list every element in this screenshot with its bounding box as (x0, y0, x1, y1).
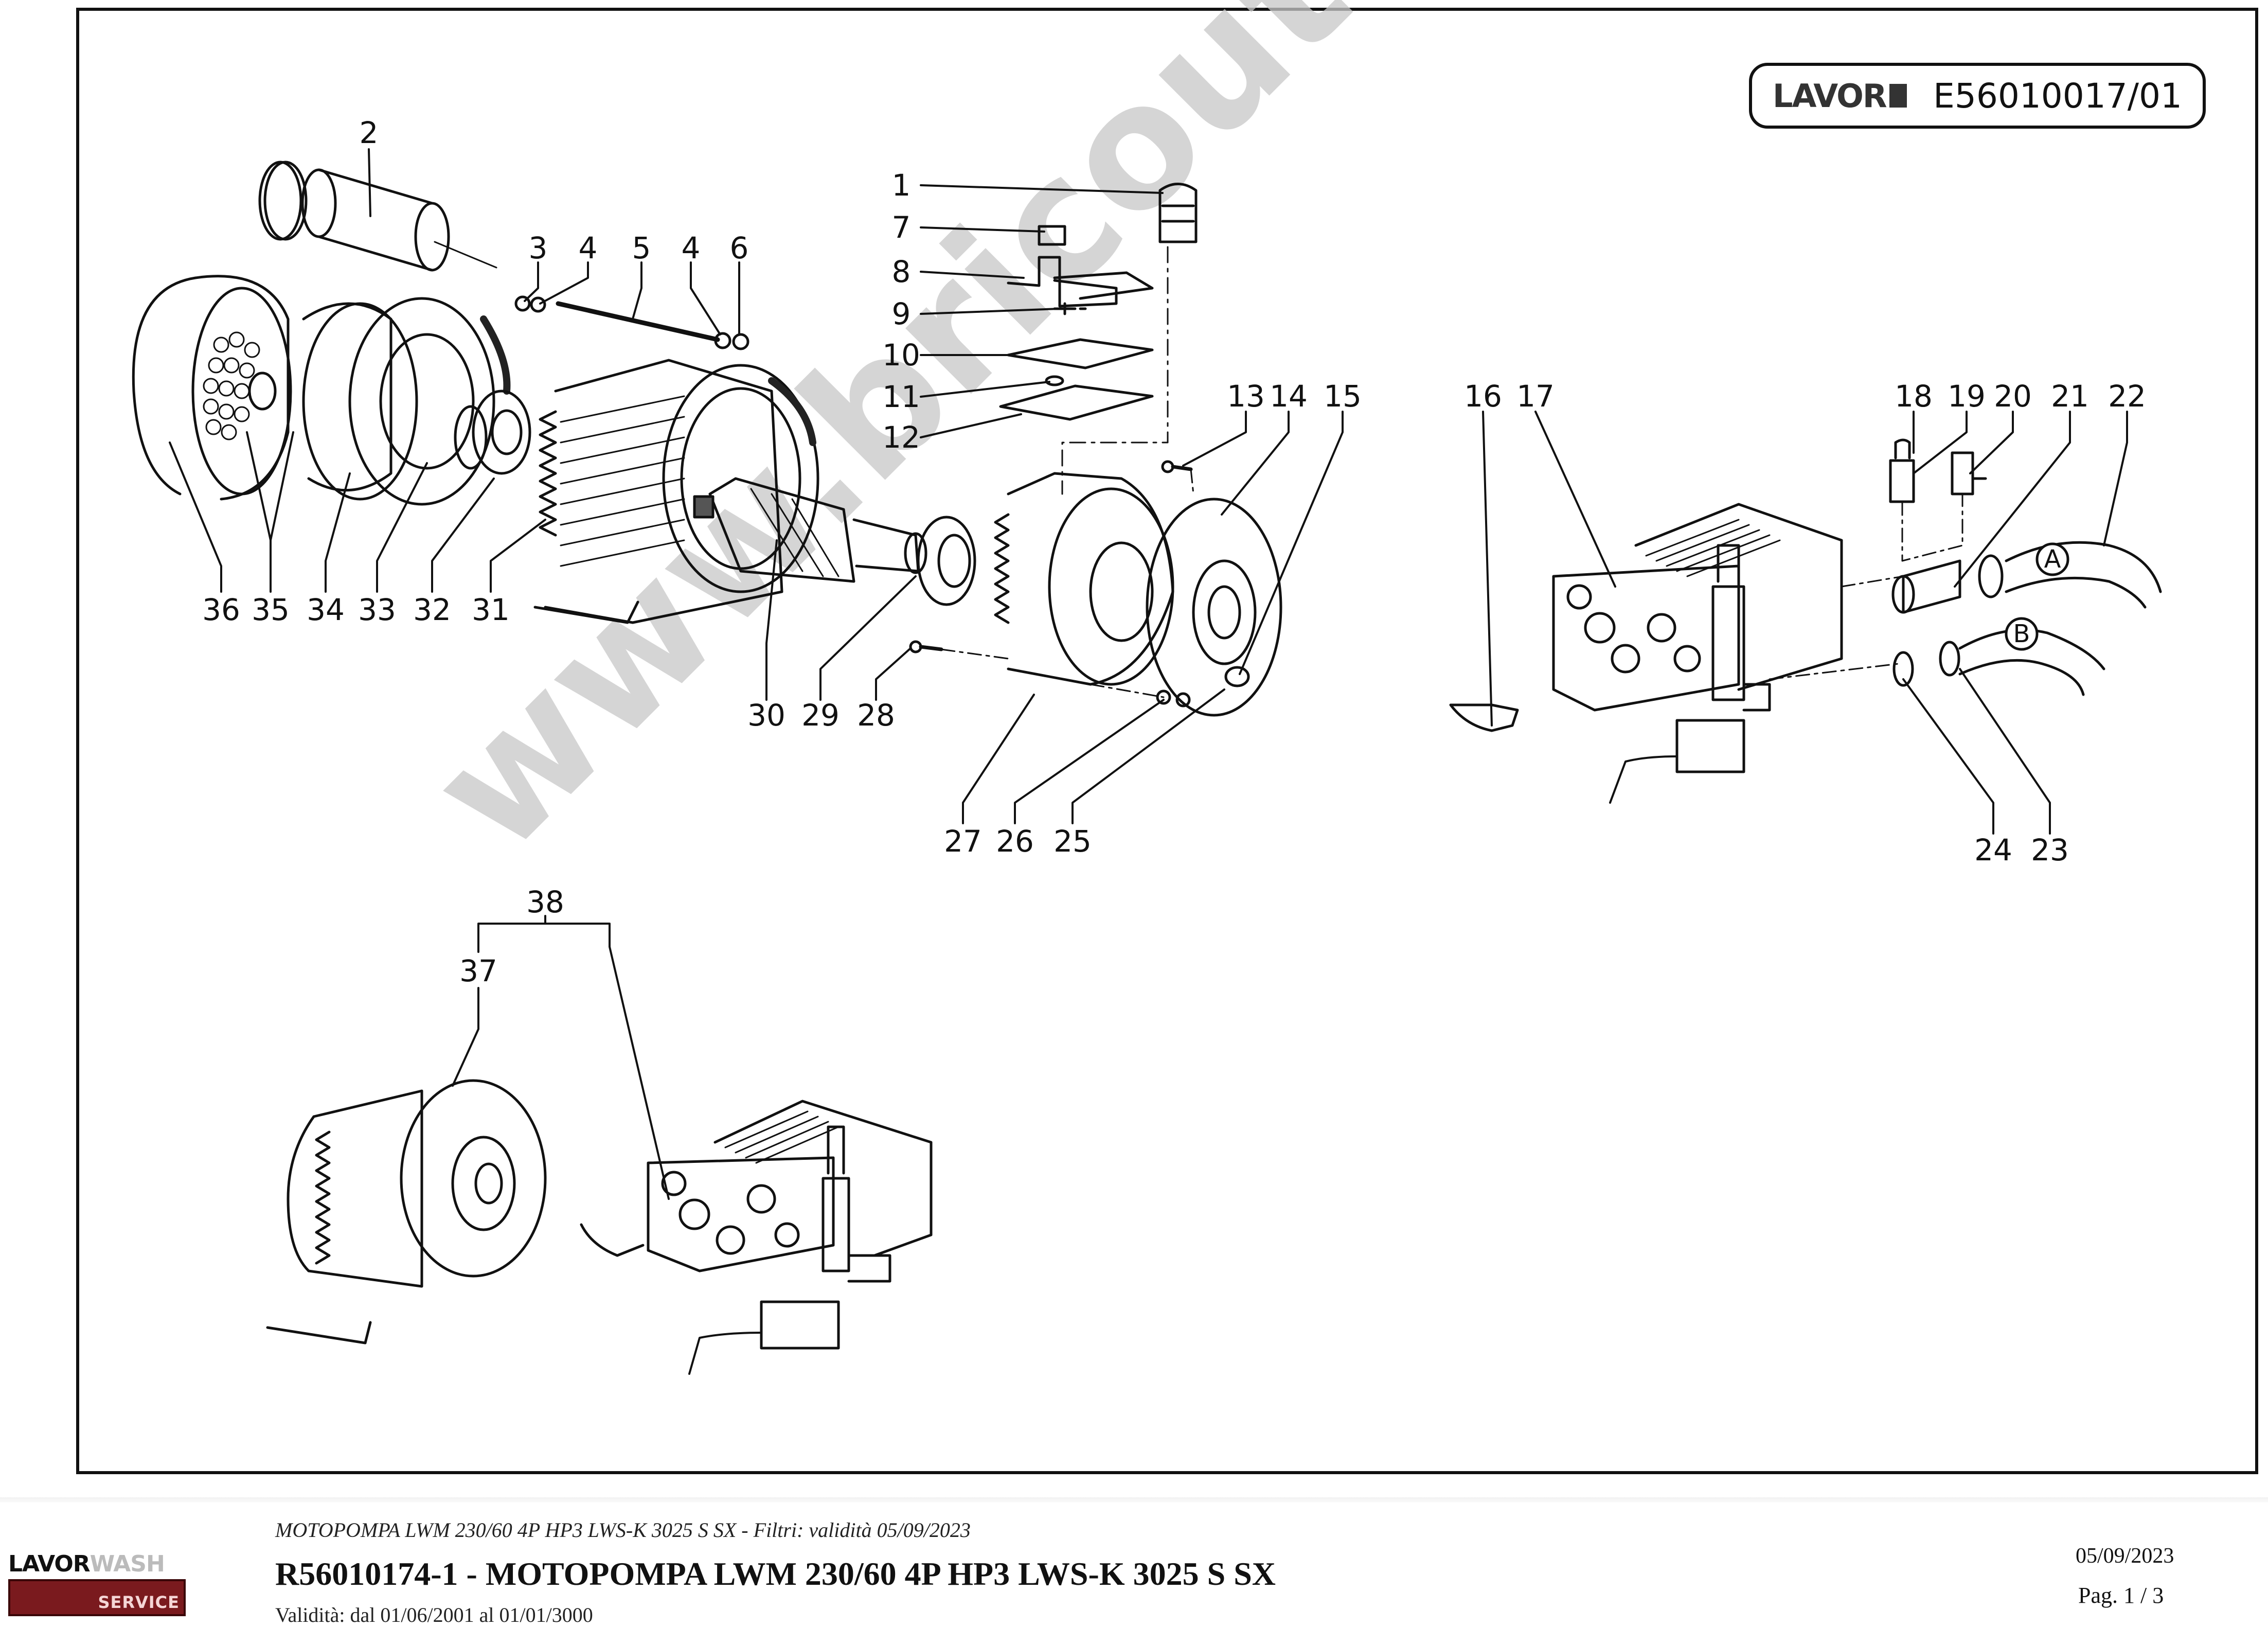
callout-12: 12 (882, 420, 920, 455)
validity-range: Validità: dal 01/06/2001 al 01/01/3000 (275, 1603, 593, 1626)
lavor-logo-square-icon (1889, 84, 1907, 108)
callout-17: 17 (1516, 379, 1555, 414)
lavor-logo-text: LAVOR (1773, 77, 1887, 115)
assembled-pump (580, 1100, 933, 1375)
logo-suffix: WASH (90, 1551, 165, 1577)
callout-10: 10 (882, 338, 920, 373)
callout-22: 22 (2108, 379, 2146, 414)
hose-marker-a: A (2044, 545, 2061, 574)
callout-31: 31 (472, 592, 510, 627)
service-badge: SERVICE (8, 1579, 186, 1616)
exploded-view-diagram (132, 148, 2162, 1375)
flange-housing-part-27 (994, 472, 1174, 686)
callout-27: 27 (944, 824, 982, 859)
footer-subtitle: MOTOPOMPA LWM 230/60 4P HP3 LWS-K 3025 S… (275, 1518, 971, 1542)
drawing-code-box: LAVOR E56010017/01 (1749, 63, 2206, 129)
callout-5: 5 (632, 231, 651, 266)
callout-18: 18 (1895, 379, 1933, 414)
assembled-motor-part-37 (266, 1079, 547, 1345)
callout-3: 3 (528, 231, 548, 266)
callout-4: 4 (681, 231, 701, 266)
lavorwash-service-logo: LAVORWASH SERVICE (8, 1551, 188, 1618)
callout-34: 34 (307, 592, 345, 627)
callout-15: 15 (1324, 379, 1362, 414)
callout-36: 36 (202, 592, 240, 627)
callout-1: 1 (891, 168, 911, 203)
rotor-part-30 (693, 477, 927, 583)
document-date: 05/09/2023 (2076, 1544, 2174, 1568)
drawing-code: E56010017/01 (1933, 76, 2182, 116)
callout-14: 14 (1270, 379, 1308, 414)
callout-26: 26 (996, 824, 1034, 859)
callout-16: 16 (1464, 379, 1502, 414)
callout-30: 30 (747, 698, 785, 733)
fan-cover-part-36 (132, 275, 292, 501)
callout-11: 11 (882, 379, 920, 414)
callout-2: 2 (359, 115, 379, 150)
flange-plate-part-14 (1146, 498, 1282, 717)
fasteners-parts-13-15-25-26-28 (909, 460, 1250, 708)
callout-24: 24 (1974, 833, 2012, 868)
footer-separator (0, 1497, 2268, 1502)
callout-8: 8 (891, 254, 911, 289)
callout-28: 28 (857, 698, 895, 733)
callout-7: 7 (891, 210, 911, 245)
callout-38: 38 (526, 885, 564, 919)
callout-20: 20 (1994, 379, 2032, 414)
service-badge-text: SERVICE (98, 1593, 180, 1612)
callout-33: 33 (358, 592, 396, 627)
tie-rod-parts-3-6 (514, 295, 749, 350)
logo-brand: LAVOR (8, 1551, 91, 1577)
callout-6: 6 (729, 231, 749, 266)
lavor-logo: LAVOR (1773, 77, 1907, 115)
hose-markers (2005, 542, 2069, 651)
callout-32: 32 (413, 592, 451, 627)
callout-29: 29 (801, 698, 840, 733)
callout-37: 37 (459, 953, 497, 988)
bearing-part-32 (454, 390, 531, 475)
page-number: Pag. 1 / 3 (2078, 1583, 2164, 1608)
end-shield-part-34 (302, 297, 511, 506)
callout-35: 35 (252, 592, 290, 627)
hose-marker-b: B (2013, 620, 2030, 648)
motor-housing-part-31 (533, 359, 819, 624)
callout-21: 21 (2051, 379, 2089, 414)
callout-13: 13 (1227, 379, 1265, 414)
pump-assembly-parts-16-24 (1449, 438, 2162, 804)
callout-25: 25 (1053, 824, 1092, 859)
callout-4: 4 (578, 231, 598, 266)
terminal-box-parts-1-7-12 (999, 183, 1198, 495)
document-title: R56010174-1 - MOTOPOMPA LWM 230/60 4P HP… (275, 1555, 1276, 1592)
leader-lines (169, 148, 2128, 1200)
callout-19: 19 (1948, 379, 1986, 414)
callout-9: 9 (891, 296, 911, 331)
bearing-part-29 (917, 516, 976, 606)
callout-23: 23 (2031, 833, 2069, 868)
capacitor-part-2 (258, 161, 497, 272)
